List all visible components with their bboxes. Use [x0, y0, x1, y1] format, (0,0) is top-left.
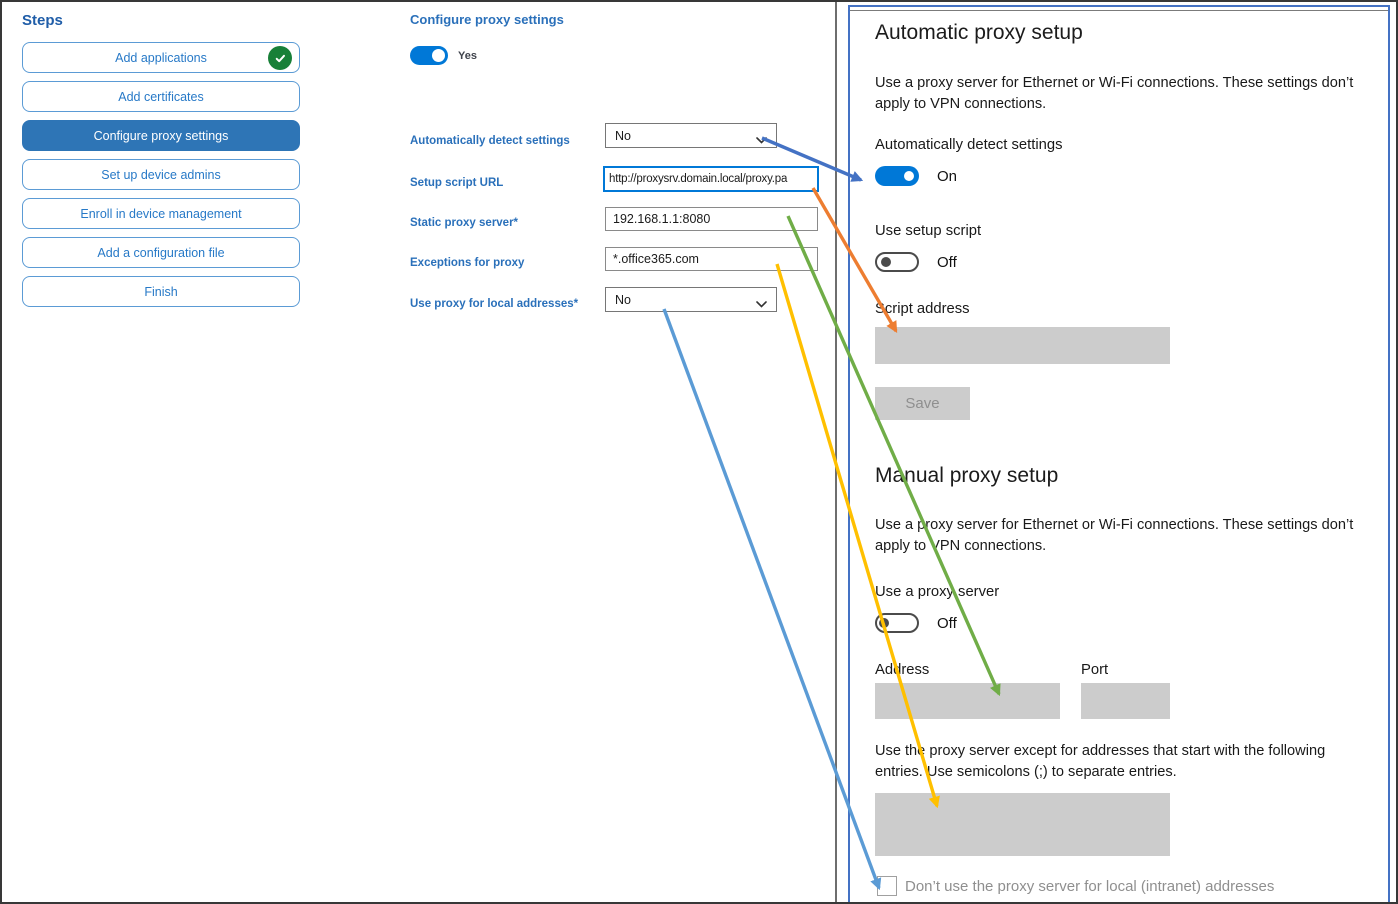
automatically-detect-settings-select[interactable]: No [605, 123, 777, 148]
settings-exceptions-textarea[interactable] [875, 793, 1170, 856]
settings-port-input[interactable] [1081, 683, 1170, 719]
manual-proxy-setup-heading: Manual proxy setup [875, 464, 1059, 487]
exceptions-description: Use the proxy server except for addresse… [875, 743, 1326, 780]
settings-use-setup-script-toggle[interactable] [875, 252, 919, 272]
static-proxy-server-input[interactable]: 192.168.1.1:8080 [605, 207, 818, 231]
setup-script-url-input[interactable]: http://proxysrv.domain.local/proxy.pa [603, 166, 819, 192]
local-checkbox-label: Don’t use the proxy server for local (in… [905, 878, 1275, 895]
sidebar-item-finish[interactable]: Finish [22, 276, 300, 307]
use-setup-script-state: Off [937, 254, 957, 271]
auto-detect-state: On [937, 168, 958, 185]
sidebar-item-label: Enroll in device management [80, 206, 242, 221]
settings-script-address-input[interactable] [875, 327, 1170, 364]
field-label-static-proxy: Static proxy server* [410, 217, 519, 229]
chevron-down-icon [756, 133, 767, 147]
select-value: No [615, 128, 631, 143]
configure-proxy-wizard: Configure proxy settings Yes Automatical… [410, 0, 835, 904]
select-value: No [615, 292, 631, 307]
configure-proxy-enable-toggle[interactable] [410, 46, 448, 65]
settings-auto-detect-toggle[interactable] [875, 166, 919, 186]
input-value: 192.168.1.1:8080 [613, 212, 711, 226]
sidebar-item-label: Configure proxy settings [93, 128, 229, 143]
exceptions-for-proxy-input[interactable]: *.office365.com [605, 247, 818, 271]
chevron-down-icon [756, 297, 767, 311]
save-button[interactable]: Save [875, 387, 970, 420]
auto-detect-label: Automatically detect settings [875, 137, 1063, 153]
script-address-label: Script address [875, 301, 970, 317]
manual-proxy-description: Use a proxy server for Ethernet or Wi-Fi… [875, 517, 1354, 554]
panel-topline [850, 10, 1388, 11]
port-label: Port [1081, 662, 1109, 678]
sidebar-item-configure-proxy-settings[interactable]: Configure proxy settings [22, 120, 300, 151]
use-proxy-server-state: Off [937, 615, 957, 632]
wizard-title: Configure proxy settings [410, 12, 564, 27]
use-proxy-server-label: Use a proxy server [875, 584, 1000, 600]
steps-title: Steps [22, 12, 63, 29]
use-setup-script-label: Use setup script [875, 223, 982, 239]
settings-use-proxy-server-toggle[interactable] [875, 613, 919, 633]
input-value: *.office365.com [613, 252, 699, 266]
sidebar-item-add-certificates[interactable]: Add certificates [22, 81, 300, 112]
sidebar-item-add-applications[interactable]: Add applications [22, 42, 300, 73]
sidebar-item-set-up-device-admins[interactable]: Set up device admins [22, 159, 300, 190]
input-value: http://proxysrv.domain.local/proxy.pa [609, 173, 788, 185]
toggle-knob [432, 49, 445, 62]
use-proxy-local-addresses-select[interactable]: No [605, 287, 777, 312]
check-icon [268, 46, 292, 70]
field-label-exceptions: Exceptions for proxy [410, 257, 525, 269]
settings-proxy-panel: Automatic proxy setup Use a proxy server… [848, 5, 1390, 904]
toggle-knob [904, 171, 914, 181]
settings-address-input[interactable] [875, 683, 1060, 719]
settings-local-checkbox[interactable] [877, 876, 897, 896]
sidebar-item-add-a-configuration-file[interactable]: Add a configuration file [22, 237, 300, 268]
sidebar-item-enroll-in-device-management[interactable]: Enroll in device management [22, 198, 300, 229]
toggle-knob [879, 618, 889, 628]
toggle-knob [881, 257, 891, 267]
toggle-state-label: Yes [458, 50, 477, 62]
sidebar-item-label: Add applications [115, 50, 207, 65]
automatic-proxy-description: Use a proxy server for Ethernet or Wi-Fi… [875, 75, 1354, 112]
automatic-proxy-setup-heading: Automatic proxy setup [875, 21, 1083, 44]
sidebar-item-label: Add certificates [118, 89, 204, 104]
sidebar-item-label: Set up device admins [101, 167, 221, 182]
sidebar-item-label: Finish [144, 284, 178, 299]
field-label-auto-detect: Automatically detect settings [410, 135, 570, 147]
sidebar-item-label: Add a configuration file [97, 245, 225, 260]
panel-divider [835, 2, 837, 902]
field-label-setup-script-url: Setup script URL [410, 177, 504, 189]
field-label-local-addresses: Use proxy for local addresses* [410, 298, 579, 310]
address-label: Address [875, 662, 930, 678]
